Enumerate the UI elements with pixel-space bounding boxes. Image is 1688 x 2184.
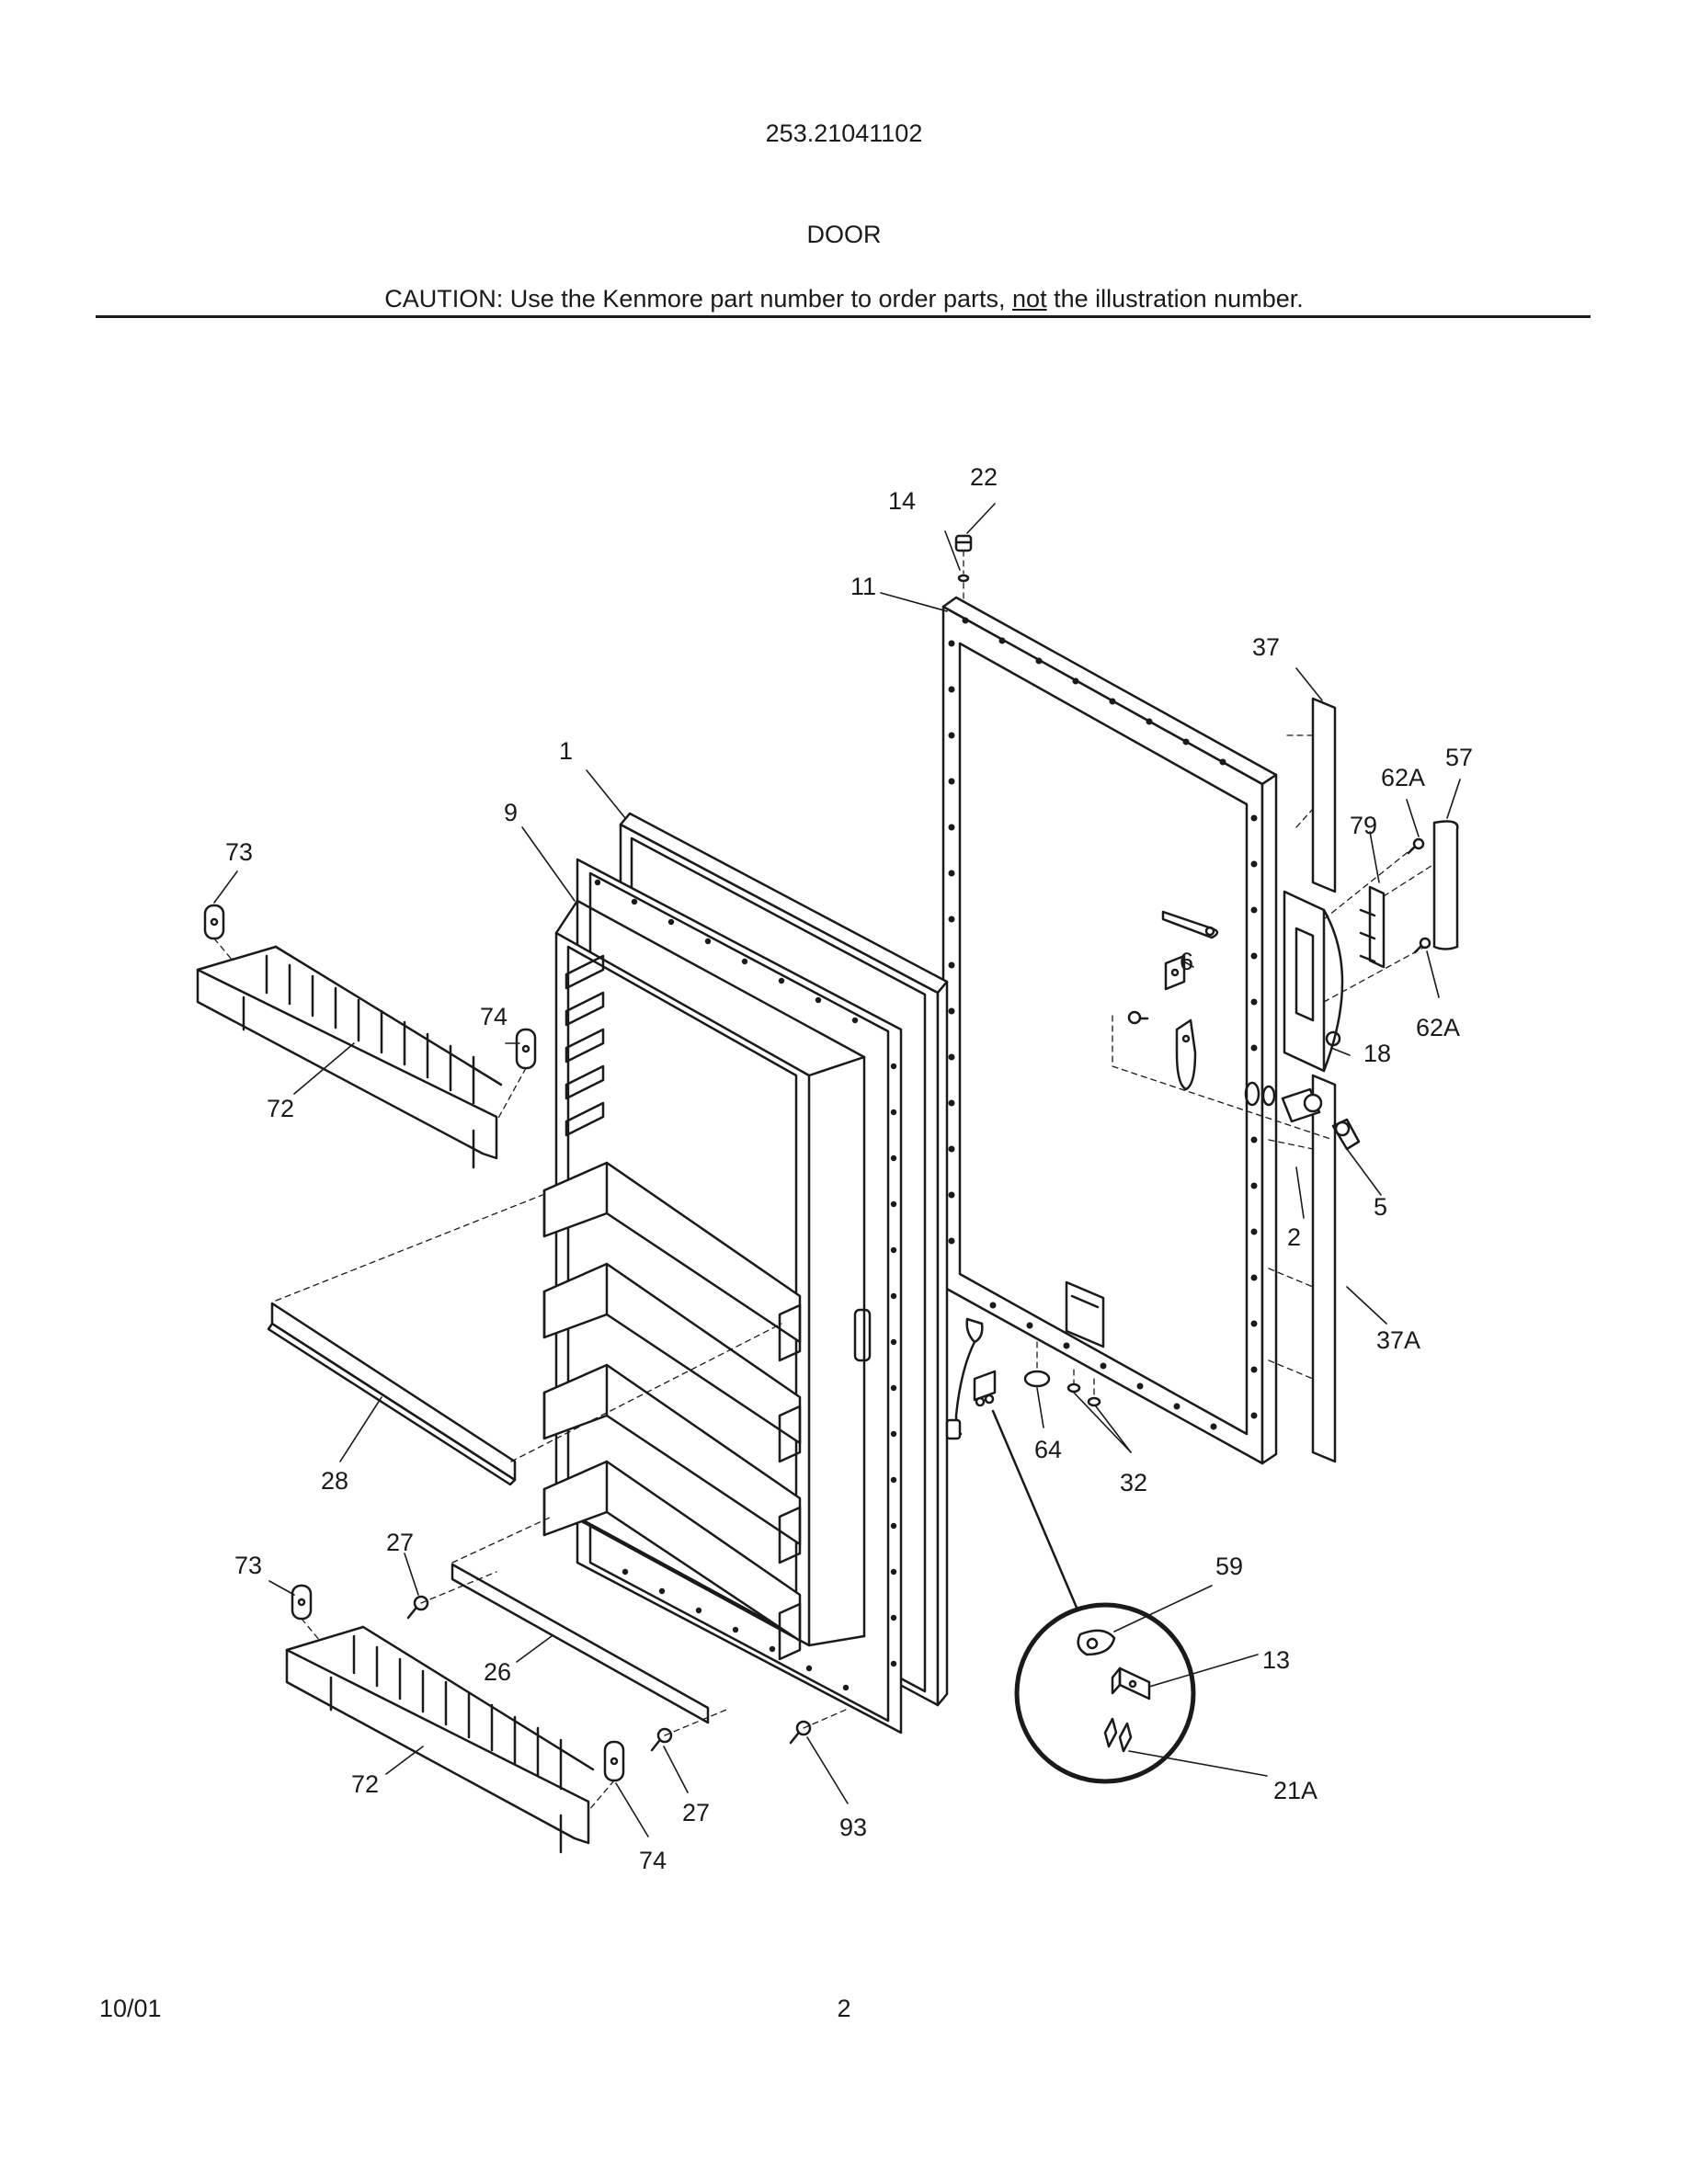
shelf-rail <box>267 1302 517 1486</box>
callout-21A: 21A <box>1273 1777 1317 1804</box>
screw-27-bottom <box>650 1727 673 1752</box>
callout-72-top: 72 <box>267 1095 294 1122</box>
callout-79: 79 <box>1350 812 1377 839</box>
caution-note: CAUTION: Use the Kenmore part number to … <box>0 285 1688 313</box>
callout-32: 32 <box>1120 1469 1147 1496</box>
callout-37A: 37A <box>1376 1326 1420 1354</box>
callout-22: 22 <box>970 463 998 491</box>
callout-5: 5 <box>1374 1193 1387 1221</box>
callout-62A-top: 62A <box>1381 764 1425 791</box>
top-hinge-pin <box>954 534 973 583</box>
lower-hinge-parts <box>945 1317 997 1440</box>
callout-27-top: 27 <box>386 1529 414 1556</box>
callout-11: 11 <box>850 573 876 600</box>
door-shelf-3 <box>542 1363 802 1564</box>
callout-73-bottom: 73 <box>234 1552 262 1579</box>
callout-28: 28 <box>321 1467 348 1495</box>
door-shelf-2 <box>542 1262 802 1463</box>
callout-1: 1 <box>559 737 573 765</box>
handle-cover-trim <box>1432 820 1459 950</box>
page-number: 2 <box>837 1995 851 2022</box>
callout-2: 2 <box>1287 1223 1301 1251</box>
door-shelf-4 <box>542 1460 802 1661</box>
shelf-basket-bottom <box>285 1625 595 1854</box>
section-title: DOOR <box>806 221 882 248</box>
basket-end-cap-right-top <box>515 1028 537 1070</box>
caution-text-suffix: the illustration number. <box>1046 285 1304 313</box>
callout-62A-bottom: 62A <box>1416 1014 1460 1041</box>
callout-9: 9 <box>504 799 518 826</box>
shelf-retainer-bar <box>451 1563 710 1724</box>
callout-13: 13 <box>1262 1646 1290 1674</box>
basket-end-cap-right-bottom <box>603 1740 625 1782</box>
callout-64: 64 <box>1034 1436 1062 1463</box>
handle-trim-strip-upper <box>1311 697 1337 893</box>
callout-37: 37 <box>1252 633 1280 661</box>
callout-6: 6 <box>1180 948 1193 975</box>
callout-14: 14 <box>888 487 916 515</box>
shelf-basket-top <box>196 945 503 1169</box>
callout-73-top: 73 <box>225 838 253 866</box>
hinge-spacer-64 <box>1023 1370 1051 1388</box>
plugs-32 <box>1066 1382 1101 1407</box>
callout-59: 59 <box>1215 1553 1243 1580</box>
basket-end-cap-left-bottom <box>291 1584 313 1621</box>
callout-18: 18 <box>1363 1040 1391 1067</box>
callout-labels: 22 14 11 37 57 62A 79 1 9 73 6 74 18 62A… <box>225 463 1473 1874</box>
caution-text-prefix: CAUTION: Use the Kenmore part number to … <box>384 285 1013 313</box>
callout-93: 93 <box>839 1814 867 1841</box>
callout-57: 57 <box>1445 744 1473 771</box>
hinge-detail-callout <box>991 1409 1196 1784</box>
callout-72-bottom: 72 <box>351 1770 379 1798</box>
caution-emphasis: not <box>1012 285 1047 313</box>
model-number: 253.21041102 <box>765 119 923 147</box>
outer-door-screw-holes <box>948 617 1258 1430</box>
leader-lines <box>213 503 1461 1837</box>
alignment-lines <box>213 550 1435 1812</box>
handle-screws <box>1407 837 1431 954</box>
callout-26: 26 <box>484 1658 511 1686</box>
callout-74-top: 74 <box>480 1003 508 1030</box>
revision-date: 10/01 <box>99 1995 162 2022</box>
callout-27-bottom: 27 <box>682 1799 710 1826</box>
callout-74-bottom: 74 <box>639 1847 667 1874</box>
handle-trim-strip-lower <box>1311 1074 1337 1463</box>
header-rule <box>96 315 1591 318</box>
lock-cylinder <box>1261 1085 1361 1151</box>
inner-liner-screw-holes <box>594 879 897 1691</box>
door-shelf-1 <box>542 1161 802 1362</box>
outer-door-panel <box>941 596 1278 1465</box>
handle-bracket <box>1359 885 1386 969</box>
screw-93 <box>789 1720 812 1745</box>
screw-27-top <box>406 1595 429 1620</box>
door-handle <box>1283 890 1344 1073</box>
lock-strike <box>1127 910 1219 1091</box>
basket-end-cap-left-top <box>203 904 225 940</box>
